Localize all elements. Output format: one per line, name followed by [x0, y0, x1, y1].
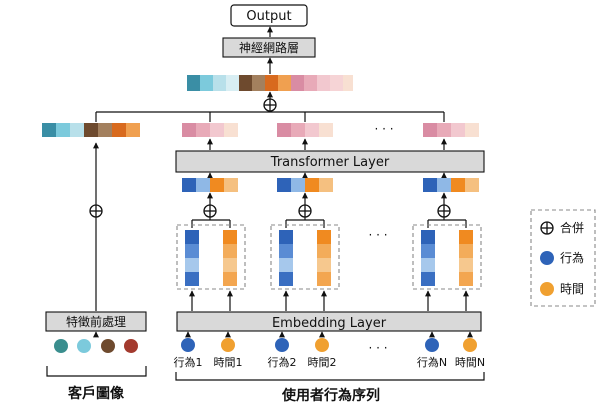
output-node: Output: [230, 4, 308, 27]
output-label: Output: [246, 9, 291, 24]
profile-dot-cyan: [77, 339, 91, 353]
sequence-input-1: 行為1 時間1: [174, 338, 243, 369]
merged-embedding-vector-n: [423, 178, 479, 192]
concat-icon-seq-n: [437, 204, 451, 218]
ellipsis-middle: · · ·: [368, 228, 387, 242]
legend-time-label: 時間: [560, 282, 584, 296]
sequence-input-n: 行為N 時間N: [417, 338, 485, 369]
embedding-label: Embedding Layer: [272, 316, 387, 331]
concat-icon-profile: [89, 204, 103, 218]
connector-lines: [93, 26, 473, 338]
behavior-label: 行為1: [174, 355, 203, 369]
neural-network-label: 神經網路層: [239, 40, 299, 55]
feature-preprocess-layer: 特徵前處理: [45, 311, 147, 332]
legend: 合併 行為 時間: [530, 209, 596, 307]
user-behavior-sequence-bracket: [175, 372, 485, 381]
legend-concat-icon: [540, 221, 554, 235]
time-label: 時間2: [308, 356, 337, 369]
legend-behavior-dot: [540, 251, 554, 265]
embedding-group-2: [270, 224, 340, 290]
behavior-dot: [181, 338, 195, 352]
ellipsis-top: · · ·: [374, 122, 393, 136]
concat-icon: [263, 98, 277, 112]
merged-embedding-vector-1: [182, 178, 238, 192]
time-dot: [315, 338, 329, 352]
transformer-layer: Transformer Layer: [175, 150, 485, 173]
concat-icon-seq-2: [298, 204, 312, 218]
customer-profile-label: 客戶圖像: [67, 385, 125, 402]
profile-dot-red: [124, 339, 138, 353]
profile-dot-brown: [101, 339, 115, 353]
concat-icon-seq-1: [203, 204, 217, 218]
embedding-layer: Embedding Layer: [176, 311, 482, 332]
sequence-input-2: 行為2 時間2: [268, 338, 337, 369]
behavior-dot: [425, 338, 439, 352]
user-behavior-sequence-label: 使用者行為序列: [281, 387, 380, 404]
sequence-output-vector-n: [423, 123, 479, 137]
legend-concat-label: 合併: [560, 220, 584, 235]
profile-dot-teal: [54, 339, 68, 353]
sequence-output-vector-1: [182, 123, 238, 137]
time-dot: [463, 338, 477, 352]
behavior-dot: [275, 338, 289, 352]
transformer-label: Transformer Layer: [270, 155, 390, 170]
customer-profile-dots: [54, 339, 138, 353]
feature-preprocess-label: 特徵前處理: [66, 314, 126, 329]
behavior-label: 行為2: [268, 355, 297, 369]
customer-profile-vector: [42, 123, 140, 137]
legend-behavior-label: 行為: [560, 251, 584, 265]
sequence-output-vector-2: [277, 123, 333, 137]
time-label: 時間N: [455, 356, 485, 369]
time-label: 時間1: [214, 356, 243, 369]
embedding-group-n: [412, 224, 482, 290]
time-dot: [221, 338, 235, 352]
ellipsis-bottom: · · ·: [368, 341, 387, 355]
legend-time-dot: [540, 282, 554, 296]
customer-profile-bracket: [46, 366, 147, 377]
embedding-group-1: [176, 224, 246, 290]
neural-network-layer: 神經網路層: [222, 37, 316, 58]
behavior-label: 行為N: [417, 355, 447, 369]
merged-embedding-vector-2: [277, 178, 333, 192]
merged-feature-vector: [187, 75, 353, 91]
